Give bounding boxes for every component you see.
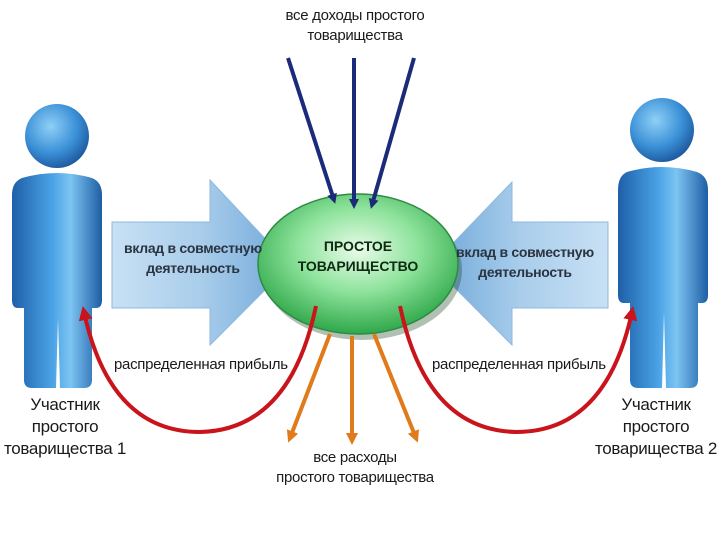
profit-arrow-left xyxy=(78,305,318,435)
participant-left-line3: товарищества 1 xyxy=(3,439,127,458)
expenses-arrows xyxy=(286,333,419,445)
participant-left-label: Участник простого товарищества 1 xyxy=(0,394,130,460)
contribution-arrow-right xyxy=(431,180,609,347)
contribution-label-left: вклад в совместную деятельность xyxy=(114,238,272,278)
partnership-ellipse xyxy=(257,193,459,335)
center-label-line2: ТОВАРИЩЕСТВО xyxy=(297,258,419,274)
person-body-right xyxy=(618,167,708,388)
participant-left-line1: Участник xyxy=(30,395,100,414)
center-label-line1: ПРОСТОЕ xyxy=(323,238,393,254)
expenses-label-line1: все расходы xyxy=(313,449,397,466)
incomes-label: все доходы простого товарищества xyxy=(240,6,470,46)
participant-left-figure xyxy=(12,104,102,388)
participant-left-line2: простого xyxy=(31,417,99,436)
contribution-label-right: вклад в совместную деятельность xyxy=(446,242,604,282)
contribution-left-line2: деятельность xyxy=(146,260,240,276)
contribution-right-line2: деятельность xyxy=(478,264,572,280)
contribution-arrow-left xyxy=(111,178,291,347)
profit-label-left: распределенная прибыль xyxy=(114,356,288,373)
center-label: ПРОСТОЕ ТОВАРИЩЕСТВО xyxy=(278,236,438,276)
expenses-label-line2: простого товарищества xyxy=(276,469,434,486)
contribution-right-line1: вклад в совместную xyxy=(456,244,594,260)
incomes-label-line1: все доходы простого xyxy=(285,7,425,24)
participant-right-figure xyxy=(618,98,708,388)
incomes-label-line2: товарищества xyxy=(307,27,403,44)
participant-right-line3: товарищества 2 xyxy=(594,439,718,458)
participant-right-line2: простого xyxy=(622,417,690,436)
person-body-left xyxy=(12,173,102,388)
person-head-left xyxy=(25,104,89,168)
person-head-right xyxy=(630,98,694,162)
profit-label-right: распределенная прибыль xyxy=(432,356,606,373)
profit-arrow-right xyxy=(398,305,638,435)
participant-right-label: Участник простого товарищества 2 xyxy=(592,394,720,460)
participant-right-line1: Участник xyxy=(621,395,691,414)
incomes-arrows xyxy=(286,57,416,209)
expenses-label: все расходы простого товарищества xyxy=(240,448,470,488)
contribution-left-line1: вклад в совместную xyxy=(124,240,262,256)
